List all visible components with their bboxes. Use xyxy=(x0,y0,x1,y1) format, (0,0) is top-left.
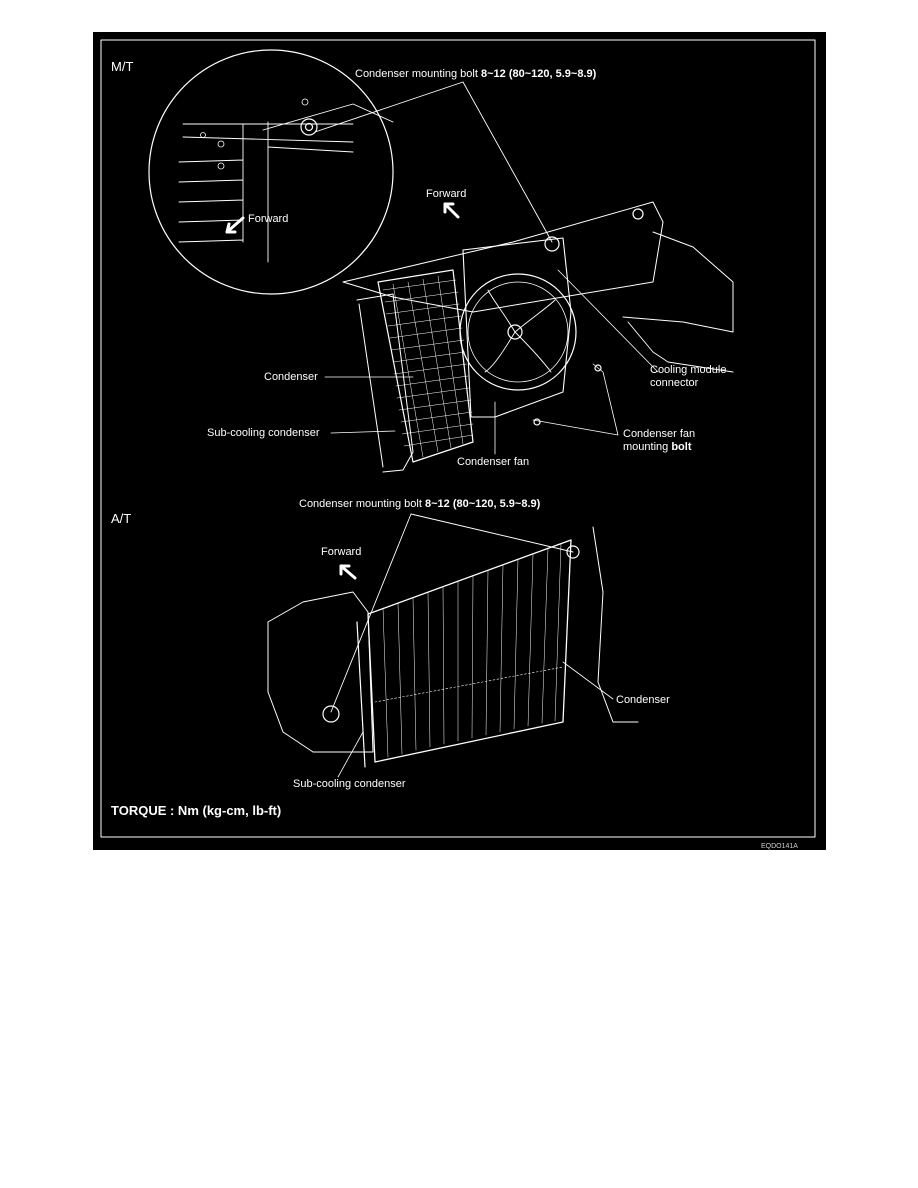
mt-inset-forward-label: Forward xyxy=(248,213,289,225)
mt-detail-circle xyxy=(148,49,394,295)
mt-condenser-label: Condenser xyxy=(264,371,318,383)
mt-mounting-bolt-text: Condenser mounting bolt xyxy=(355,68,478,80)
at-sub-cooling-condenser-label: Sub-cooling condenser xyxy=(293,778,406,790)
mt-forward-arrow xyxy=(443,202,460,219)
mt-condenser-fins xyxy=(382,275,474,458)
mt-cooling-module-line1: Cooling module xyxy=(650,364,727,376)
figure-frame xyxy=(100,39,816,838)
mt-cooling-module-line2: connector xyxy=(650,377,699,389)
mt-cooling-module-connector-label: Cooling module connector xyxy=(650,364,726,390)
mt-inset-forward-arrow xyxy=(225,216,245,234)
mt-mounting-bolt-torque: 8~12 (80~120, 5.9~8.9) xyxy=(480,68,597,80)
at-condenser-label: Condenser xyxy=(616,694,670,706)
mt-forward-label: Forward xyxy=(426,188,467,200)
at-mounting-bolt-text: Condenser mounting bolt xyxy=(299,498,422,510)
mt-mounting-bolt xyxy=(544,236,560,252)
mt-mounting-bolt-label: Condenser mounting bolt 8~12 (80~120, 5.… xyxy=(355,68,596,81)
at-drawing xyxy=(267,513,639,778)
at-forward-arrow xyxy=(339,564,357,580)
mt-condenser-fan xyxy=(459,273,577,391)
at-mounting-bolt-label: Condenser mounting bolt 8~12 (80~120, 5.… xyxy=(299,498,540,511)
mt-condenser-fan-label: Condenser fan xyxy=(457,456,530,468)
mt-drawing xyxy=(148,49,734,473)
figure-code: EQDO141A xyxy=(761,843,798,850)
at-mounting-bolt-left xyxy=(322,705,340,723)
at-condenser-fins xyxy=(382,543,562,758)
mt-inset-bolt xyxy=(300,118,318,136)
at-section-label: A/T xyxy=(111,511,132,526)
at-mounting-bolt-torque: 8~12 (80~120, 5.9~8.9) xyxy=(424,498,541,510)
mt-fan-bolt-line1: Condenser fan xyxy=(623,428,696,440)
mt-fan-bolt-line2b: bolt xyxy=(671,441,692,453)
mt-section-label: M/T xyxy=(111,59,134,74)
condenser-installation-figure: M/T Condenser mounting bolt 8~12 (80~120… xyxy=(93,32,826,850)
mt-fan-mounting-bolt-label: Condenser fan mounting bolt xyxy=(623,428,695,454)
mt-fan-bolt-line2a: mounting xyxy=(623,441,669,453)
at-mounting-bolt-right xyxy=(566,545,580,559)
mt-sub-cooling-condenser-label: Sub-cooling condenser xyxy=(207,427,320,439)
torque-note: TORQUE : Nm (kg-cm, lb-ft) xyxy=(111,803,282,818)
line-art xyxy=(100,39,816,838)
at-forward-label: Forward xyxy=(321,546,362,558)
